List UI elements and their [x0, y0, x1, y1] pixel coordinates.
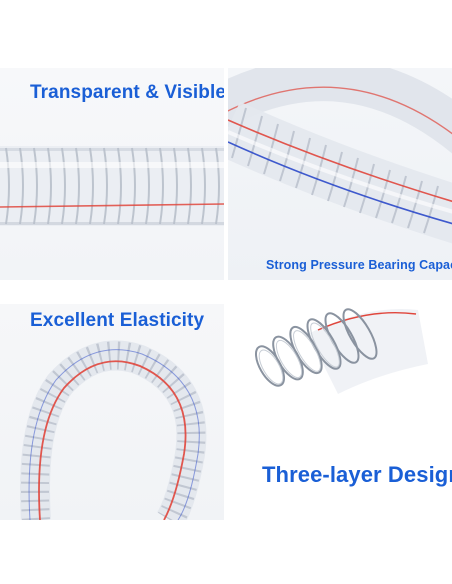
panel-excellent-elasticity: Excellent Elasticity: [0, 304, 224, 520]
panel-transparent-visible: Transparent & Visible: [0, 68, 224, 280]
panel-three-layer-design: Three-layer Design: [228, 304, 452, 520]
hose-crossed-illustration: [228, 68, 452, 244]
hose-loop-illustration: [20, 340, 207, 520]
hose-layers-illustration: [255, 308, 428, 394]
caption-excellent-elasticity: Excellent Elasticity: [30, 310, 205, 331]
caption-transparent-visible: Transparent & Visible: [30, 82, 224, 103]
hose-straight-illustration: [0, 146, 224, 226]
caption-pressure-bearing: Strong Pressure Bearing Capac: [266, 258, 452, 272]
caption-three-layer-design: Three-layer Design: [262, 462, 452, 487]
panel-pressure-bearing: Strong Pressure Bearing Capac: [228, 68, 452, 280]
